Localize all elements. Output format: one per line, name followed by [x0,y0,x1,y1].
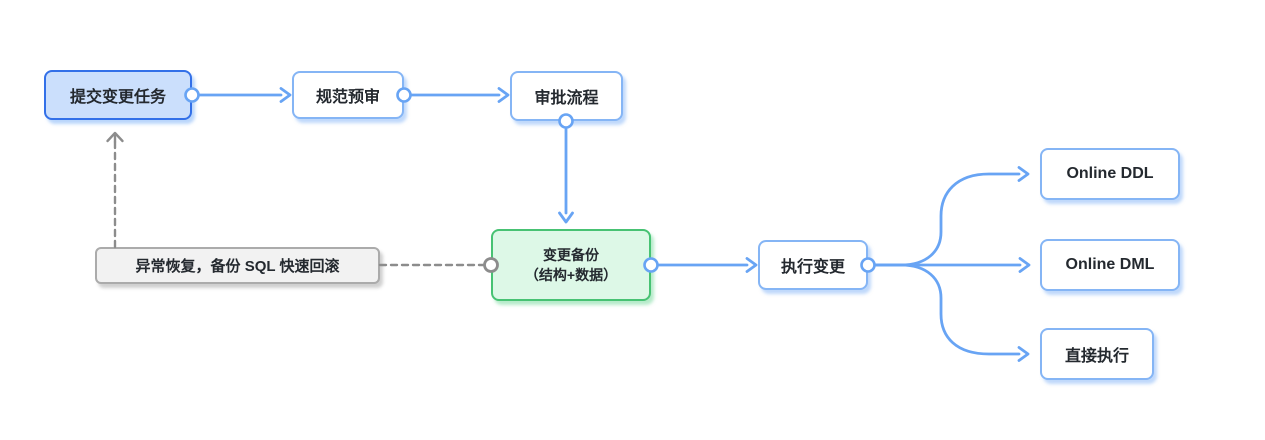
node-online-ddl: Online DDL [1040,148,1180,200]
node-change-backup-sublabel: （结构+数据） [524,267,618,283]
edge-approval-to-backup [558,126,574,224]
node-rollback-note: 异常恢复，备份 SQL 快速回滚 [95,247,380,284]
node-spec-precheck: 规范预审 [292,71,404,119]
arrowhead-icon [1017,346,1030,362]
edge-rollback-to-submit-dashed [106,131,124,249]
node-submit-change-task: 提交变更任务 [44,70,192,120]
arrowhead-icon [1017,166,1030,182]
arrowhead-icon [279,87,292,103]
node-change-backup-label: 变更备份 [543,247,599,263]
arrowhead-icon [106,131,124,143]
arrowhead-icon [558,211,574,224]
node-online-dml: Online DML [1040,239,1180,291]
edge-execute-to-online-dml [873,257,1031,273]
edge-backup-to-execute [656,257,758,273]
node-direct-execute: 直接执行 [1040,328,1154,380]
arrowhead-icon [745,257,758,273]
node-execute-change: 执行变更 [758,240,868,290]
node-change-backup: 变更备份 （结构+数据） [491,229,651,301]
edge-submit-to-precheck [197,87,292,103]
node-approval-flow: 审批流程 [510,71,623,121]
edge-precheck-to-approval [409,87,510,103]
edge-execute-to-direct [873,263,1030,362]
arrowhead-icon [497,87,510,103]
arrowhead-icon [1018,257,1031,273]
edge-execute-to-online-ddl [873,166,1030,267]
